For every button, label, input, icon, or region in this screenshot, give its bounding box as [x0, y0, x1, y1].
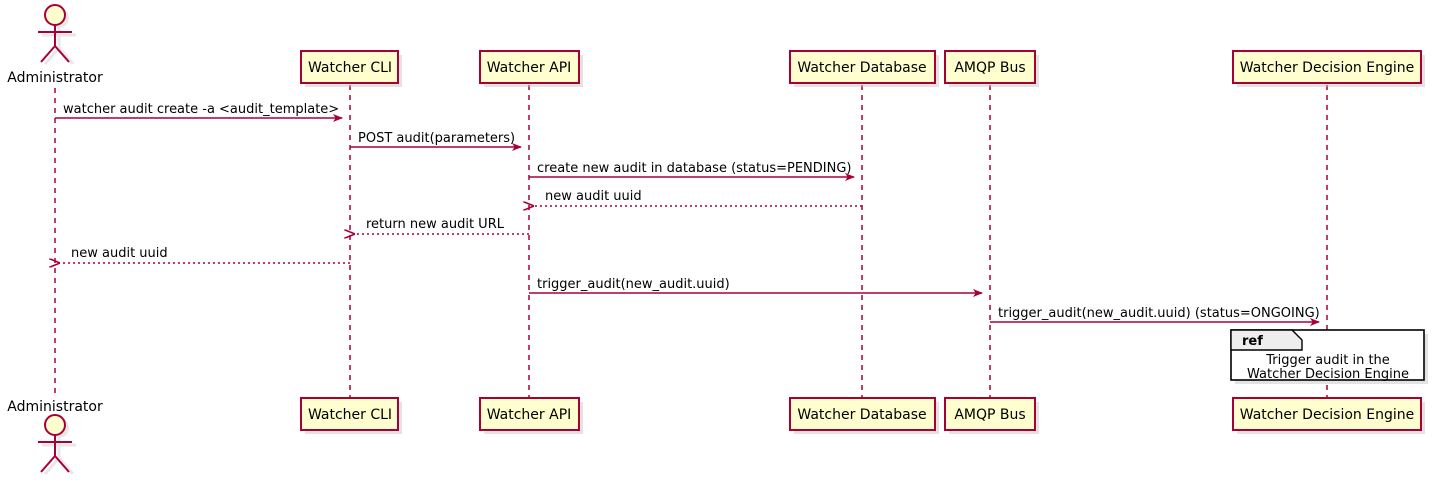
participant-watcher-decision-engine-top[interactable]: Watcher Decision Engine — [1232, 50, 1425, 87]
participant-label-amqp-bus-top: AMQP Bus — [954, 60, 1025, 76]
participant-box — [479, 397, 580, 431]
actor-administrator-bottom[interactable]: Administrator — [7, 399, 103, 475]
ref-operator-label: ref — [1242, 334, 1263, 349]
participant-box — [944, 50, 1036, 84]
message-label: trigger_audit(new_audit.uuid) (status=ON… — [998, 306, 1320, 321]
message-5-return-new-audit-url[interactable]: return new audit URL — [354, 217, 529, 234]
participant-watcher-cli-top[interactable]: Watcher CLI — [300, 50, 402, 87]
participant-watcher-decision-engine-bottom[interactable]: Watcher Decision Engine — [1232, 397, 1425, 434]
message-label: return new audit URL — [366, 217, 505, 232]
message-label: watcher audit create -a <audit_template> — [63, 102, 339, 117]
message-label: create new audit in database (status=PEN… — [537, 161, 852, 176]
actor-stick-figure-icon — [38, 414, 72, 473]
participant-box — [789, 397, 936, 431]
participant-amqp-bus-bottom[interactable]: AMQP Bus — [944, 397, 1039, 434]
participant-label-watcher-cli-top: Watcher CLI — [308, 60, 392, 76]
actor-label-administrator-bottom: Administrator — [7, 399, 103, 415]
message-2-post-audit[interactable]: POST audit(parameters) — [350, 131, 522, 151]
participant-box — [1232, 397, 1422, 431]
participant-label-watcher-api-top: Watcher API — [487, 60, 572, 76]
participant-box — [944, 397, 1036, 431]
participant-box — [300, 397, 399, 431]
participant-watcher-cli-bottom[interactable]: Watcher CLI — [300, 397, 402, 434]
participant-box — [479, 50, 580, 84]
lifelines-group — [54, 85, 1328, 397]
message-label: new audit uuid — [71, 246, 168, 261]
participant-amqp-bus-top[interactable]: AMQP Bus — [944, 50, 1039, 87]
participant-watcher-api-bottom[interactable]: Watcher API — [479, 397, 583, 434]
participant-box — [789, 50, 936, 84]
participant-label-watcher-api-bottom: Watcher API — [487, 407, 572, 423]
participant-label-watcher-cli-bottom: Watcher CLI — [308, 407, 392, 423]
participant-watcher-database-bottom[interactable]: Watcher Database — [789, 397, 939, 434]
message-6-new-audit-uuid[interactable]: new audit uuid — [59, 246, 350, 263]
message-4-new-audit-uuid[interactable]: new audit uuid — [533, 189, 862, 206]
actor-stick-figure-icon — [38, 4, 72, 63]
message-label: POST audit(parameters) — [358, 131, 515, 146]
participant-box — [300, 50, 399, 84]
participant-watcher-api-top[interactable]: Watcher API — [479, 50, 583, 87]
actor-label-administrator-top: Administrator — [7, 70, 103, 86]
message-7-trigger-audit[interactable]: trigger_audit(new_audit.uuid) — [529, 277, 983, 297]
participant-label-amqp-bus-bottom: AMQP Bus — [954, 407, 1025, 423]
participant-label-watcher-decision-engine-bottom: Watcher Decision Engine — [1240, 407, 1414, 423]
actor-administrator-top[interactable]: Administrator — [7, 4, 103, 86]
ref-fragment[interactable]: ref Trigger audit in the Watcher Decisio… — [1230, 329, 1428, 384]
participant-label-watcher-database-top: Watcher Database — [797, 60, 926, 76]
ref-body-line-2: Watcher Decision Engine — [1247, 367, 1409, 382]
participant-label-watcher-database-bottom: Watcher Database — [797, 407, 926, 423]
participant-watcher-database-top[interactable]: Watcher Database — [789, 50, 939, 87]
message-3-create-new-audit[interactable]: create new audit in database (status=PEN… — [529, 161, 855, 181]
participant-box — [1232, 50, 1422, 84]
message-8-trigger-audit-ongoing[interactable]: trigger_audit(new_audit.uuid) (status=ON… — [990, 306, 1320, 326]
message-label: new audit uuid — [545, 189, 642, 204]
ref-body-line-1: Trigger audit in the — [1265, 353, 1390, 368]
message-label: trigger_audit(new_audit.uuid) — [537, 277, 730, 292]
ref-fragment-tab — [1230, 329, 1303, 351]
participant-label-watcher-decision-engine-top: Watcher Decision Engine — [1240, 60, 1414, 76]
message-1-watcher-audit-create[interactable]: watcher audit create -a <audit_template> — [55, 102, 343, 122]
